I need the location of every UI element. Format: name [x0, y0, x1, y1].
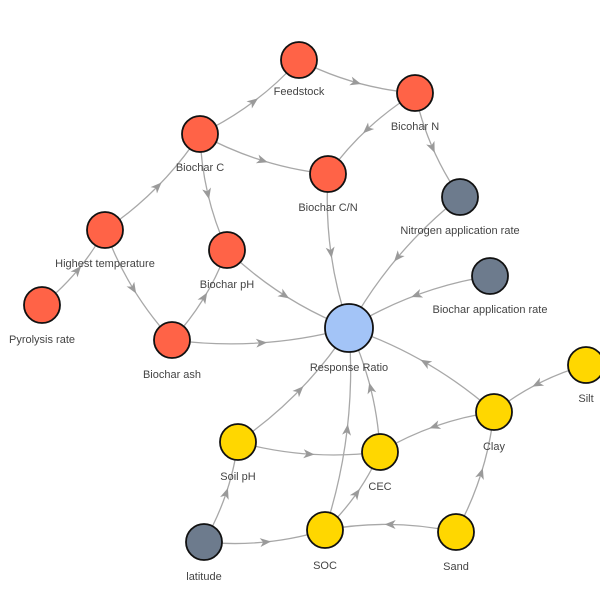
node-label-soc: SOC	[313, 560, 337, 572]
arrow-biochar-ash-to-response-ratio	[255, 338, 268, 348]
node-circle-biochar-cn[interactable]	[309, 155, 347, 193]
node-circle-sand[interactable]	[437, 513, 475, 551]
arrow-sand-to-clay	[475, 468, 484, 481]
node-feedstock[interactable]: Feedstock	[274, 41, 325, 98]
arrow-biochar-ph-to-response-ratio	[277, 288, 290, 299]
node-pyrolysis-rate[interactable]: Pyrolysis rate	[9, 286, 75, 346]
node-label-pyrolysis-rate: Pyrolysis rate	[9, 334, 75, 346]
node-label-cec: CEC	[368, 481, 391, 493]
node-circle-biochar-application-rate[interactable]	[471, 257, 509, 295]
node-label-nitrogen-application-rate: Nitrogen application rate	[400, 225, 519, 237]
node-label-latitude: latitude	[186, 571, 221, 583]
arrow-biochar-c-to-feedstock	[246, 98, 259, 109]
arrow-feedstock-to-bicohar-n	[349, 76, 362, 86]
node-circle-soc[interactable]	[306, 511, 344, 549]
arrow-bicohar-n-to-biochar-cn	[363, 122, 375, 134]
node-circle-clay[interactable]	[475, 393, 513, 431]
node-circle-cec[interactable]	[361, 433, 399, 471]
arrow-biochar-c-to-biochar-ph	[202, 187, 211, 200]
node-cec[interactable]: CEC	[361, 433, 399, 493]
node-biochar-ash[interactable]: Biochar ash	[143, 321, 201, 381]
arrow-biochar-cn-to-response-ratio	[325, 246, 335, 258]
arrow-cec-to-response-ratio	[367, 382, 377, 395]
node-label-biochar-cn: Biochar C/N	[298, 202, 357, 214]
node-circle-highest-temperature[interactable]	[86, 211, 124, 249]
node-latitude[interactable]: latitude	[185, 523, 223, 583]
node-circle-biochar-ph[interactable]	[208, 231, 246, 269]
node-circle-pyrolysis-rate[interactable]	[23, 286, 61, 324]
arrow-latitude-to-soil-ph	[220, 488, 229, 500]
node-label-sand: Sand	[443, 561, 469, 573]
node-label-biochar-ash: Biochar ash	[143, 369, 201, 381]
arrow-sand-to-soc	[384, 520, 396, 530]
node-circle-response-ratio[interactable]	[324, 303, 374, 353]
node-nitrogen-application-rate[interactable]: Nitrogen application rate	[400, 178, 520, 237]
node-label-highest-temperature: Highest temperature	[55, 258, 155, 270]
arrow-highest-temperature-to-biochar-c	[150, 182, 162, 194]
arrow-biochar-ash-to-biochar-ph	[197, 292, 208, 305]
edge-highest-temperature-to-biochar-c	[104, 133, 201, 231]
arrow-soc-to-response-ratio	[342, 424, 351, 436]
node-label-clay: Clay	[483, 441, 506, 453]
arrow-clay-to-cec	[429, 420, 442, 429]
node-circle-biochar-ash[interactable]	[153, 321, 191, 359]
node-biochar-cn[interactable]: Biochar C/N	[298, 155, 358, 214]
arrow-bicohar-n-to-nitrogen-application-rate	[426, 140, 435, 153]
node-biochar-application-rate[interactable]: Biochar application rate	[433, 257, 548, 316]
node-soil-ph[interactable]: Soil pH	[219, 423, 257, 483]
arrow-biochar-c-to-biochar-cn	[255, 154, 268, 164]
edge-highest-temperature-to-biochar-ash	[104, 229, 173, 341]
node-soc[interactable]: SOC	[306, 511, 344, 572]
node-label-soil-ph: Soil pH	[220, 471, 256, 483]
arrow-soil-ph-to-response-ratio	[292, 386, 304, 398]
node-circle-soil-ph[interactable]	[219, 423, 257, 461]
node-circle-nitrogen-application-rate[interactable]	[441, 178, 479, 216]
arrow-silt-to-clay	[532, 377, 545, 387]
node-circle-silt[interactable]	[567, 346, 600, 384]
arrow-soc-to-cec	[349, 488, 360, 501]
arrow-biochar-application-rate-to-response-ratio	[411, 288, 424, 298]
node-circle-biochar-c[interactable]	[181, 115, 219, 153]
node-highest-temperature[interactable]: Highest temperature	[55, 211, 155, 270]
arrow-pyrolysis-rate-to-highest-temperature	[70, 266, 82, 278]
node-label-feedstock: Feedstock	[274, 86, 325, 98]
arrow-latitude-to-soc	[259, 538, 272, 548]
node-circle-bicohar-n[interactable]	[396, 74, 434, 112]
node-biochar-c[interactable]: Biochar C	[176, 115, 224, 174]
node-label-bicohar-n: Bicohar N	[391, 121, 439, 133]
node-clay[interactable]: Clay	[475, 393, 513, 453]
node-circle-latitude[interactable]	[185, 523, 223, 561]
node-label-biochar-application-rate: Biochar application rate	[433, 304, 548, 316]
node-circle-feedstock[interactable]	[280, 41, 318, 79]
node-bicohar-n[interactable]: Bicohar N	[391, 74, 439, 133]
node-label-response-ratio: Response Ratio	[310, 362, 388, 374]
node-label-biochar-ph: Biochar pH	[200, 279, 254, 291]
arrow-nitrogen-application-rate-to-response-ratio	[394, 250, 405, 262]
arrow-clay-to-response-ratio	[420, 359, 433, 370]
node-response-ratio[interactable]: Response Ratio	[310, 303, 388, 374]
node-label-silt: Silt	[578, 393, 593, 405]
node-biochar-ph[interactable]: Biochar pH	[200, 231, 254, 291]
node-silt[interactable]: Silt	[567, 346, 600, 405]
arrow-soil-ph-to-cec	[303, 449, 315, 459]
node-label-biochar-c: Biochar C	[176, 162, 224, 174]
arrow-highest-temperature-to-biochar-ash	[126, 281, 137, 294]
node-sand[interactable]: Sand	[437, 513, 475, 573]
